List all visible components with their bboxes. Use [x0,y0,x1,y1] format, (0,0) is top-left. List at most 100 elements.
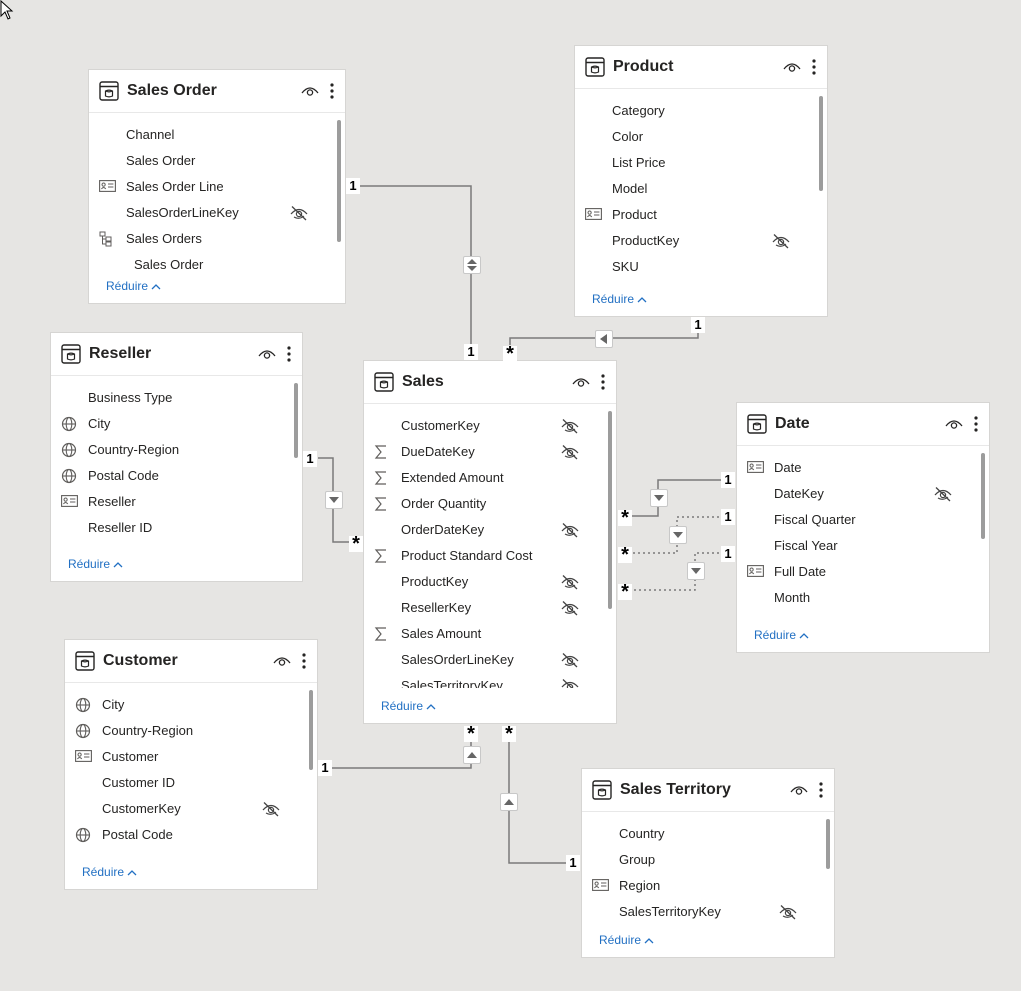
hidden-eye-icon[interactable] [560,600,580,616]
down-arrow-icon[interactable] [669,526,687,544]
more-options-icon[interactable] [811,58,817,76]
field-row[interactable]: Sales Order [89,148,345,174]
field-row[interactable]: SalesOrderLineKey [364,647,616,673]
collapse-link[interactable]: Réduire [599,933,654,947]
field-row[interactable]: DateKey [737,481,989,507]
table-header[interactable]: Sales [364,361,616,404]
scrollbar[interactable] [337,120,341,242]
field-row[interactable]: Category [575,98,827,124]
field-row[interactable]: SalesOrderLineKey [89,200,345,226]
field-row[interactable]: SKU [575,254,827,280]
field-row[interactable]: Business Type [51,385,302,411]
field-row[interactable]: Product Standard Cost [364,543,616,569]
hidden-eye-icon[interactable] [560,444,580,460]
relationship-line-customer-sales[interactable] [332,740,472,769]
field-row[interactable]: Group [582,847,834,873]
relationship-line-salesterritory-sales[interactable] [508,740,566,864]
scrollbar[interactable] [309,690,313,770]
relationship-line-salesorder-sales[interactable] [353,185,472,345]
field-row[interactable]: Postal Code [51,463,302,489]
eye-icon[interactable] [572,375,590,389]
table-header[interactable]: Reseller [51,333,302,376]
field-row[interactable]: Sales Amount [364,621,616,647]
hidden-eye-icon[interactable] [560,678,580,688]
scrollbar[interactable] [819,96,823,191]
field-row[interactable]: Channel [89,122,345,148]
more-options-icon[interactable] [600,373,606,391]
field-row[interactable]: Full Date [737,559,989,585]
field-row[interactable]: Extended Amount [364,465,616,491]
field-row[interactable]: DueDateKey [364,439,616,465]
collapse-link[interactable]: Réduire [82,865,137,879]
hidden-eye-icon[interactable] [289,205,309,221]
field-row[interactable]: Color [575,124,827,150]
field-row[interactable]: Sales Order Line [89,174,345,200]
up-arrow-icon[interactable] [463,746,481,764]
field-row[interactable]: Product [575,202,827,228]
hidden-eye-icon[interactable] [560,574,580,590]
more-options-icon[interactable] [818,781,824,799]
collapse-link[interactable]: Réduire [592,292,647,306]
hidden-eye-icon[interactable] [933,486,953,502]
down-arrow-icon[interactable] [325,491,343,509]
field-row[interactable]: OrderDateKey [364,517,616,543]
field-row[interactable]: Country-Region [51,437,302,463]
table-header[interactable]: Customer [65,640,317,683]
hidden-eye-icon[interactable] [771,233,791,249]
collapse-link[interactable]: Réduire [68,557,123,571]
field-row[interactable]: Sales Order [89,252,345,277]
down-arrow-icon[interactable] [687,562,705,580]
scrollbar[interactable] [294,383,298,458]
table-header[interactable]: Date [737,403,989,446]
field-row[interactable]: Order Quantity [364,491,616,517]
table-header[interactable]: Sales Order [89,70,345,113]
scrollbar[interactable] [826,819,830,869]
down-arrow-icon[interactable] [650,489,668,507]
field-row[interactable]: Customer [65,744,317,770]
eye-icon[interactable] [273,654,291,668]
more-options-icon[interactable] [329,82,335,100]
field-row[interactable]: Reseller ID [51,515,302,540]
more-options-icon[interactable] [301,652,307,670]
field-row[interactable]: Date [737,455,989,481]
field-row[interactable]: SalesTerritoryKey [364,673,616,688]
field-row[interactable]: SalesTerritoryKey [582,899,834,925]
field-row[interactable]: Model [575,176,827,202]
field-row[interactable]: ProductKey [364,569,616,595]
hidden-eye-icon[interactable] [261,801,281,817]
eye-icon[interactable] [783,60,801,74]
collapse-link[interactable]: Réduire [754,628,809,642]
field-row[interactable]: Region [582,873,834,899]
up-arrow-icon[interactable] [500,793,518,811]
left-arrow-icon[interactable] [595,330,613,348]
eye-icon[interactable] [945,417,963,431]
collapse-link[interactable]: Réduire [106,279,161,293]
relationship-line-date-sales-inactive-2[interactable] [632,552,724,591]
table-header[interactable]: Sales Territory [582,769,834,812]
scrollbar[interactable] [608,411,612,609]
hidden-eye-icon[interactable] [560,652,580,668]
more-options-icon[interactable] [286,345,292,363]
hidden-eye-icon[interactable] [560,522,580,538]
field-row[interactable]: City [51,411,302,437]
field-row[interactable]: Reseller [51,489,302,515]
field-row[interactable]: CustomerKey [364,413,616,439]
table-header[interactable]: Product [575,46,827,89]
eye-icon[interactable] [790,783,808,797]
field-row[interactable]: ResellerKey [364,595,616,621]
eye-icon[interactable] [258,347,276,361]
hidden-eye-icon[interactable] [560,418,580,434]
field-row[interactable]: Postal Code [65,822,317,848]
collapse-link[interactable]: Réduire [381,699,436,713]
field-row[interactable]: Month [737,585,989,611]
field-row[interactable]: List Price [575,150,827,176]
both-direction-arrow-icon[interactable] [463,256,481,274]
field-row[interactable]: City [65,692,317,718]
field-row[interactable]: Country [582,821,834,847]
eye-icon[interactable] [301,84,319,98]
